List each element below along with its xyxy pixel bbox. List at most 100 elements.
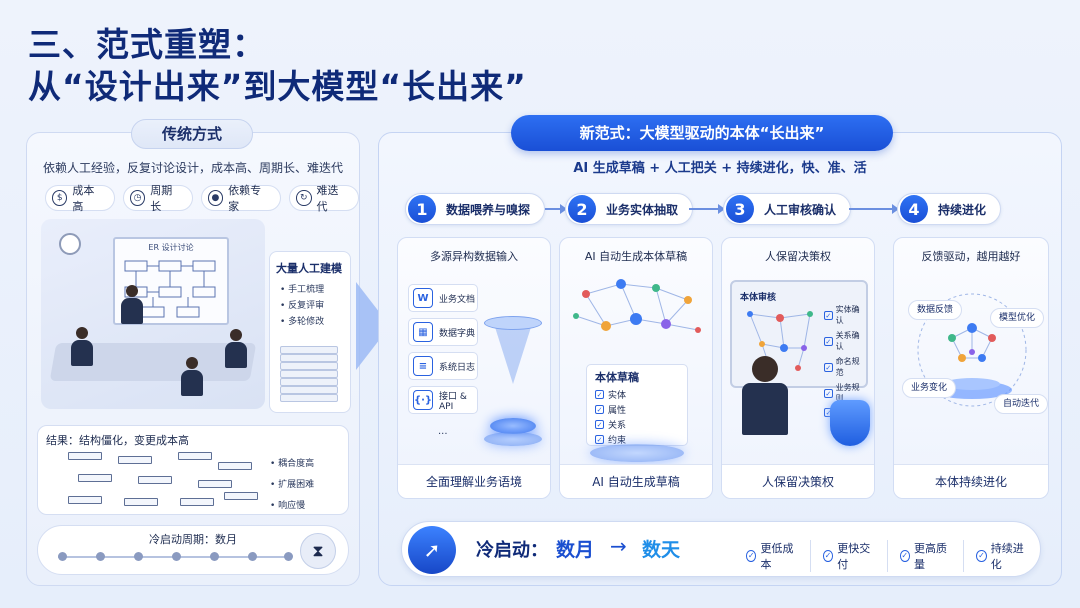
card-caption: 人保留决策权 <box>722 464 874 498</box>
cold-start-bar: ➚ 冷启动： 数月 → 数天 ✓更低成本 ✓更快交付 ✓更高质量 ✓持续进化 <box>401 521 1041 577</box>
check-item: ✓关系确认 <box>824 331 860 351</box>
chip-label: 依赖专家 <box>228 184 262 213</box>
expert-icon: ● <box>207 190 224 206</box>
knowledge-graph-icon <box>573 279 701 333</box>
draft-item: ✓约束 <box>595 435 627 446</box>
meeting-illustration: ER 设计讨论 <box>41 219 265 409</box>
attendee-figure <box>181 357 203 397</box>
cold-start-to: 数天 <box>642 539 681 561</box>
review-checklist: ✓实体确认 ✓关系确认 ✓命名规范 ✓业务规则 ✓... <box>824 304 866 421</box>
bubble-business-change: 业务变化 <box>902 378 957 398</box>
timeline-dot <box>210 552 219 561</box>
draft-item: ✓属性 <box>595 405 627 416</box>
result-list: • 耦合度高 • 扩展困难 • 响应慢 <box>270 456 314 519</box>
title-line-1: 三、范式重塑： <box>28 25 266 64</box>
more-sources: ... <box>438 426 448 437</box>
benefit-continuous-evolution: ✓持续进化 <box>963 540 1040 572</box>
presenter-figure <box>121 285 143 325</box>
benefit-lower-cost: ✓更低成本 <box>746 542 794 571</box>
source-sys-log: ≡系统日志 <box>408 352 478 380</box>
card-title: AI 自动生成本体草稿 <box>584 250 688 263</box>
check-circle-icon: ✓ <box>976 550 987 562</box>
card-title: 多源异构数据输入 <box>430 250 518 263</box>
log-icon: ≡ <box>413 356 433 376</box>
api-icon: {·} <box>413 390 433 410</box>
rocket-icon: ➚ <box>408 526 456 574</box>
word-doc-icon: W <box>413 288 433 308</box>
timeline-dot <box>96 552 105 561</box>
card-caption: 本体持续进化 <box>894 464 1048 498</box>
chip-label: 周期长 <box>150 184 173 213</box>
reviewer-figure <box>742 356 788 436</box>
page-title: 三、范式重塑： 从“设计出来”到大模型“长出来” <box>28 24 527 108</box>
card-title: 人保留决策权 <box>765 250 831 263</box>
source-data-dict: ▦数据字典 <box>408 318 478 346</box>
glow-platform <box>490 418 536 434</box>
timeline-dot <box>58 552 67 561</box>
result-card: 结果：结构僵化，变更成本高 • 耦合度高 • 扩展困难 • 响应慢 <box>37 425 349 515</box>
modeling-item: • 多轮修改 <box>280 317 325 327</box>
right-arrow-icon: → <box>610 534 627 558</box>
card-caption: 全面理解业务语境 <box>398 464 550 498</box>
hourglass-icon: ⧗ <box>300 533 336 569</box>
card-human-review: 人保留决策权 本体审核 ✓实体确认 ✓关系确认 ✓命名规范 ✓业务规则 ✓...… <box>721 237 875 499</box>
draft-item: ✓关系 <box>595 420 627 431</box>
new-paradigm-tag: 新范式：大模型驱动的本体“长出来” <box>511 115 893 151</box>
modeling-item: • 反复评审 <box>280 301 325 311</box>
clock-icon: ◷ <box>129 190 146 206</box>
result-item: • 扩展困难 <box>270 480 315 490</box>
attendee-figure <box>225 329 247 369</box>
chip-expert: ●依赖专家 <box>200 184 282 213</box>
card-ai-draft: AI 自动生成本体草稿 本体草稿 ✓实体 ✓属性 ✓关系 ✓约束 AI 自动生成… <box>559 237 713 499</box>
benefit-list: ✓更低成本 ✓更快交付 ✓更高质量 ✓持续进化 <box>734 540 1040 572</box>
chip-iterate: ↻难迭代 <box>289 184 359 213</box>
modeling-title: 大量人工建模 <box>276 262 342 275</box>
traditional-chips: $成本高 ◷周期长 ●依赖专家 ↻难迭代 <box>45 184 359 213</box>
bubble-auto-iterate: 自动迭代 <box>994 394 1048 414</box>
timeline-dot <box>172 552 181 561</box>
ontology-draft-card: 本体草稿 ✓实体 ✓属性 ✓关系 ✓约束 <box>586 364 688 446</box>
chip-cycle: ◷周期长 <box>122 184 193 213</box>
source-api: {·}接口 & API <box>408 386 478 414</box>
timeline-dot <box>134 552 143 561</box>
traditional-panel: 传统方式 依赖人工经验，反复讨论设计，成本高、周期长、难迭代 $成本高 ◷周期长… <box>26 119 360 586</box>
timeline-dot <box>248 552 257 561</box>
check-circle-icon: ✓ <box>822 550 834 562</box>
paper-stack-icon <box>280 346 338 402</box>
chip-label: 成本高 <box>72 184 95 213</box>
chip-cost: $成本高 <box>45 184 115 213</box>
new-paradigm-subtitle: AI 生成草稿 + 人工把关 + 持续进化，快、准、活 <box>573 161 867 176</box>
draft-title: 本体草稿 <box>595 371 639 384</box>
refresh-icon: ↻ <box>296 190 312 206</box>
result-title: 结果：结构僵化，变更成本高 <box>46 434 189 447</box>
result-item: • 耦合度高 <box>270 459 315 469</box>
coin-icon: $ <box>52 190 68 206</box>
card-title: 反馈驱动，越用越好 <box>921 250 1021 263</box>
chip-label: 难迭代 <box>316 184 339 213</box>
check-item: ✓实体确认 <box>824 305 860 325</box>
benefit-higher-quality: ✓更高质量 <box>886 540 964 572</box>
draft-item: ✓实体 <box>595 390 627 401</box>
cold-start-label: 冷启动： <box>476 540 548 561</box>
bubble-data-feedback: 数据反馈 <box>908 300 963 320</box>
result-item: • 响应慢 <box>270 501 306 511</box>
timeline-dot <box>284 552 293 561</box>
card-caption: AI 自动生成草稿 <box>560 464 712 498</box>
traditional-tag: 传统方式 <box>131 119 253 149</box>
step-arrow-icon <box>849 204 899 214</box>
glow-platform <box>590 444 684 462</box>
traditional-description: 依赖人工经验，反复讨论设计，成本高、周期长、难迭代 <box>42 161 343 175</box>
table-icon: ▦ <box>413 322 433 342</box>
benefit-faster-delivery: ✓更快交付 <box>809 540 887 572</box>
check-circle-icon: ✓ <box>899 550 910 562</box>
cycle-text: 冷启动周期：数月 <box>149 533 237 546</box>
new-paradigm-panel: 新范式：大模型驱动的本体“长出来” AI 生成草稿 + 人工把关 + 持续进化，… <box>378 115 1062 586</box>
whiteboard-title: ER 设计讨论 <box>148 243 194 252</box>
manual-modeling-card: 大量人工建模 • 手工梳理 • 反复评审 • 多轮修改 <box>269 251 351 413</box>
